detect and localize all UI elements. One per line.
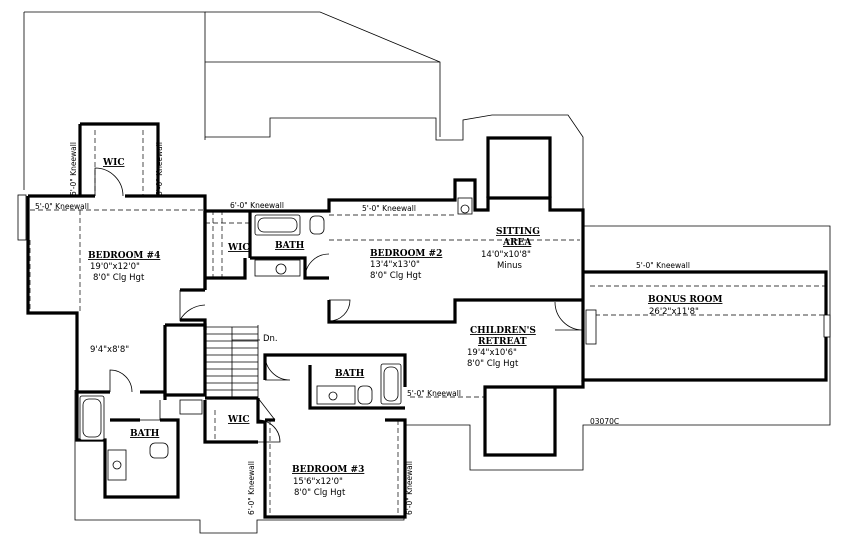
kneewall-lines (29, 209, 826, 515)
kneewall-bed2-top: 5'-0" Kneewall (362, 204, 416, 213)
retreat-name-line2: RETREAT (478, 337, 527, 347)
walls (26, 122, 828, 519)
hall-size: 9'4"x8'8" (90, 345, 129, 355)
bedroom4-ceiling: 8'0" Clg Hgt (93, 273, 145, 283)
kneewall-left-top: 5'-0" Kneewall (35, 202, 89, 211)
kneewall-labels: 5'-0" Kneewall 6'-0" Kneewall 5'-0" Knee… (35, 142, 690, 515)
sitting-name-line2: AREA (502, 238, 532, 248)
bedroom3-name: BEDROOM #3 (292, 465, 364, 475)
room-labels: BEDROOM #4 19'0"x12'0" 8'0" Clg Hgt BEDR… (88, 158, 722, 498)
kneewall-wic-left: 6'-0" Kneewall (69, 142, 78, 196)
sitting-size: 14'0"x10'8" (481, 250, 531, 260)
kneewall-center-top: 6'-0" Kneewall (230, 201, 284, 210)
roof-outline (23, 11, 831, 534)
kneewall-wic-right: 6'-0" Kneewall (155, 142, 164, 196)
bedroom4-size: 19'0"x12'0" (90, 262, 140, 272)
fixtures (17, 194, 831, 481)
bonus-size: 26'2"x11'8" (649, 307, 699, 317)
sitting-note: Minus (497, 261, 522, 271)
kneewall-retreat-right: 5'-0" Kneewall (407, 389, 461, 398)
kneewall-bed3-left: 6'-0" Kneewall (247, 461, 256, 515)
bonus-name: BONUS ROOM (648, 295, 722, 305)
wic-mid-bottom-label: WIC (227, 415, 249, 425)
bedroom2-ceiling: 8'0" Clg Hgt (370, 271, 422, 281)
doors (94, 167, 584, 443)
bedroom2-name: BEDROOM #2 (370, 249, 442, 259)
retreat-size: 19'4"x10'6" (467, 348, 517, 358)
bedroom3-size: 15'6"x12'0" (293, 477, 343, 487)
plan-code: 03070C (590, 417, 619, 426)
bath-top-label: BATH (275, 241, 305, 251)
kneewall-bonus-top: 5'-0" Kneewall (636, 261, 690, 270)
stairs: Dn. (205, 325, 278, 398)
wic-mid-top-label: WIC (227, 243, 249, 253)
bath-mid-label: BATH (335, 369, 365, 379)
sitting-name-line1: SITTING (496, 227, 540, 237)
bath-left-label: BATH (130, 429, 160, 439)
retreat-ceiling: 8'0" Clg Hgt (467, 359, 519, 369)
wic-top-label: WIC (102, 158, 124, 168)
kneewall-bed3-right: 6'-0" Kneewall (405, 461, 414, 515)
bedroom4-name: BEDROOM #4 (88, 251, 160, 261)
bedroom3-ceiling: 8'0" Clg Hgt (294, 488, 346, 498)
bedroom2-size: 13'4"x13'0" (370, 260, 420, 270)
retreat-name-line1: CHILDREN'S (470, 326, 536, 336)
stairs-label: Dn. (263, 334, 278, 344)
